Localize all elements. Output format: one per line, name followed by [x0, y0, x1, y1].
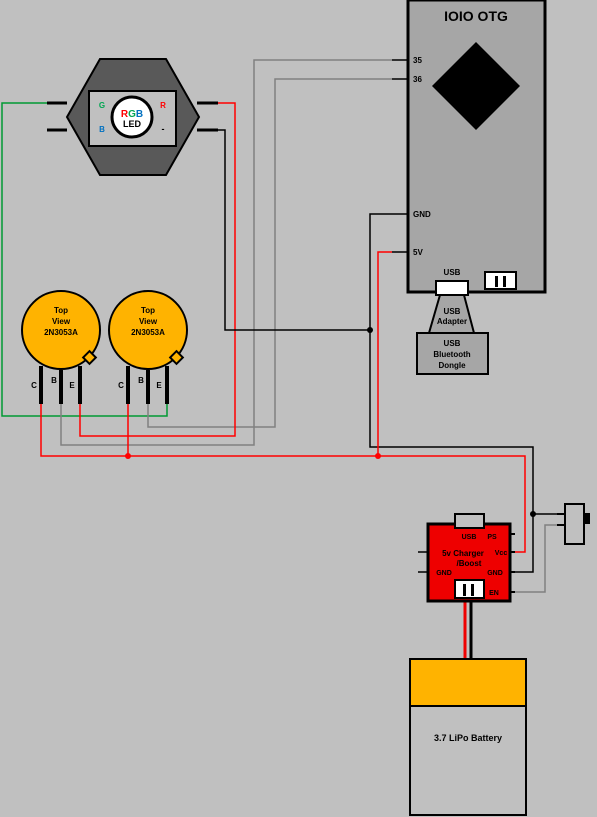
transistor-2-line1: Top [141, 306, 155, 315]
bluetooth-dongle-body [416, 332, 489, 375]
transistor-2-line2: View [139, 317, 158, 326]
ioio-pin-gnd-label: GND [413, 210, 431, 219]
charger-title-line1: 5v Charger [442, 549, 484, 558]
rgb-led: RGB LED G B R - [47, 58, 218, 176]
bluetooth-dongle-line1: USB [444, 339, 461, 348]
wires [1, 59, 563, 659]
junction-dots [125, 327, 536, 517]
junction-dot [367, 327, 373, 333]
charger-title-line2: /Boost [457, 559, 482, 568]
led-pin-b-label: B [99, 125, 105, 134]
junction-dot [530, 511, 536, 517]
transistor-1-line1: Top [54, 306, 68, 315]
battery-label: 3.7 LiPo Battery [434, 733, 502, 743]
charger-battery-connector [454, 579, 485, 599]
ioio-power-connector [484, 271, 517, 290]
led-lens-label-rgb: RGB [121, 109, 143, 120]
bluetooth-dongle-line3: Dongle [438, 361, 466, 370]
bluetooth-dongle-line2: Bluetooth [433, 350, 470, 359]
wire-gray-pin36 [147, 78, 392, 428]
usb-adapter: USB Adapter [427, 280, 476, 334]
charger-ps-label: PS [487, 534, 497, 541]
battery-cap [409, 658, 527, 707]
ioio-chip-icon [432, 42, 520, 130]
usb-adapter-plug [435, 280, 469, 296]
bluetooth-dongle: USB Bluetooth Dongle [416, 332, 489, 375]
wire-green-led-g [1, 102, 168, 417]
led-lens-g: G [128, 109, 136, 120]
transistor-1-line3: 2N3053A [44, 328, 78, 337]
transistor-2-body [108, 290, 188, 370]
charger-boost-board: USB PS 5v Charger /Boost Vcc GND GND EN [426, 513, 515, 603]
usb-adapter-line1: USB [444, 307, 461, 316]
ioio-title: IOIO OTG [444, 8, 508, 24]
led-pin-r-label: R [160, 101, 166, 110]
charger-connector-pin [463, 584, 466, 596]
ioio-usb-label: USB [444, 268, 461, 277]
ioio-power-connector-pin [503, 276, 506, 287]
wire-black-led-minus [217, 129, 370, 331]
led-pin-minus-label: - [162, 124, 165, 134]
transistor-2-pin-e: E [156, 381, 162, 390]
charger-en-label: EN [489, 590, 499, 597]
wire-black-gnd [369, 213, 534, 573]
charger-usb-label: USB [462, 534, 477, 541]
transistor-2: Top View 2N3053A C B E [108, 290, 188, 404]
lipo-battery: 3.7 LiPo Battery [409, 658, 527, 816]
transistor-2-pin-c: C [118, 381, 124, 390]
ioio-pin-5v-label: 5V [413, 248, 423, 257]
switch-body [564, 503, 585, 545]
transistor-1-pin-b: B [51, 376, 57, 385]
transistor-1-line2: View [52, 317, 71, 326]
charger-vcc-label: Vcc [495, 550, 508, 557]
ioio-pin-35-label: 35 [413, 56, 422, 65]
transistor-1: Top View 2N3053A C B E [21, 290, 101, 404]
wire-red-led-r [79, 102, 236, 437]
led-lens [110, 95, 154, 139]
switch-knob [584, 513, 590, 524]
led-lens-r: R [121, 109, 129, 120]
charger-gnd-right-label: GND [487, 570, 503, 577]
ioio-power-connector-pin [495, 276, 498, 287]
charger-connector-pin [471, 584, 474, 596]
usb-adapter-line2: Adapter [437, 317, 467, 326]
wire-red-5v [377, 251, 392, 456]
slide-switch [557, 503, 590, 545]
transistor-2-tab [168, 349, 185, 366]
wire-gray-switch-en [515, 524, 563, 593]
wire-gray-pin35 [60, 59, 392, 446]
transistor-2-line3: 2N3053A [131, 328, 165, 337]
led-pin-g-label: G [99, 101, 105, 110]
transistor-1-tab [81, 349, 98, 366]
transistor-1-pin-c: C [31, 381, 37, 390]
junction-dot [375, 453, 381, 459]
transistor-1-pin-e: E [69, 381, 75, 390]
transistor-1-body [21, 290, 101, 370]
led-lens-b: B [136, 109, 143, 120]
wire-red-bus [40, 404, 526, 553]
ioio-pin-36-label: 36 [413, 75, 422, 84]
transistor-2-pin-b: B [138, 376, 144, 385]
ioio-otg-board: IOIO OTG 35 36 GND 5V USB [392, 0, 547, 294]
led-lens-label-led: LED [123, 119, 142, 129]
junction-dot [125, 453, 131, 459]
charger-usb-port [454, 513, 485, 529]
charger-gnd-left-label: GND [436, 570, 452, 577]
